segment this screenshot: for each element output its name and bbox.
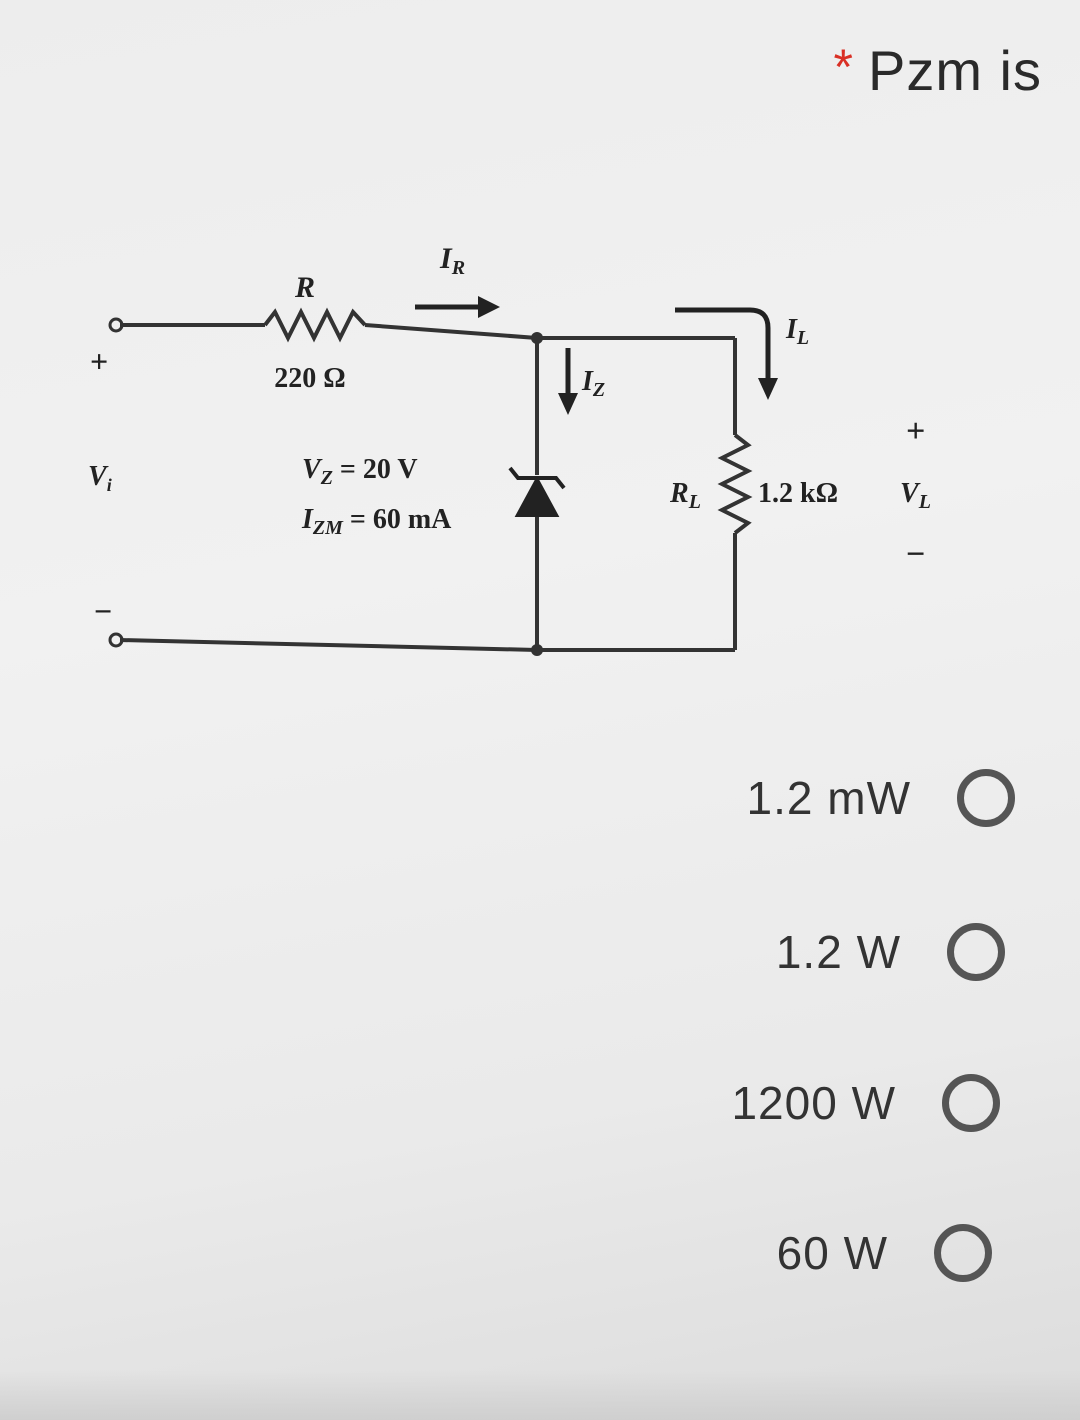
junction-bottom: [531, 644, 543, 656]
current-il-label: IL: [785, 314, 809, 349]
current-ir-label: IR: [439, 242, 465, 279]
load-resistor-value: 1.2 kΩ: [758, 478, 838, 509]
radio-button[interactable]: [947, 923, 1005, 981]
option-1-2-mw[interactable]: 1.2 mW: [747, 758, 1015, 838]
option-1200-w[interactable]: 1200 W: [731, 1063, 1000, 1143]
input-terminal-bottom: [108, 632, 124, 648]
load-voltage-label: VL: [900, 478, 931, 513]
option-label: 60 W: [776, 1227, 888, 1279]
current-iz-label: IZ: [581, 366, 605, 401]
input-voltage-label: Vi: [88, 461, 112, 495]
required-marker: *: [833, 39, 854, 95]
resistor-rl-symbol: [717, 433, 753, 535]
radio-button[interactable]: [942, 1074, 1000, 1132]
current-ir-arrow: [415, 296, 500, 318]
zener-voltage-spec: VZ = 20 V: [302, 454, 418, 489]
zener-regulator-circuit-diagram: R 220 Ω IR IZ IL VZ = 20 V IZM = 60 mA R…: [88, 242, 931, 656]
current-il-arrow: [675, 307, 778, 400]
radio-button[interactable]: [934, 1224, 992, 1282]
load-voltage-minus: −: [906, 536, 925, 573]
resistor-r-value: 220 Ω: [274, 363, 345, 394]
input-voltage-plus: +: [90, 343, 108, 379]
bottom-shadow: [0, 1370, 1080, 1420]
zener-diode-symbol: [508, 466, 566, 517]
junction-top: [531, 332, 543, 344]
option-label: 1.2 W: [775, 926, 901, 978]
option-label: 1.2 mW: [746, 772, 911, 824]
option-label: 1200 W: [731, 1077, 896, 1129]
resistor-r-symbol: [263, 307, 367, 343]
current-iz-arrow: [558, 348, 578, 415]
question-title: *Pzm is: [834, 38, 1042, 103]
zener-max-current-spec: IZM = 60 mA: [301, 504, 452, 539]
circuit-wires: [119, 307, 753, 652]
question-text: Pzm is: [868, 39, 1042, 102]
radio-button[interactable]: [957, 769, 1015, 827]
resistor-r-label: R: [294, 271, 315, 304]
option-1-2-w[interactable]: 1.2 W: [776, 912, 1005, 992]
option-60-w[interactable]: 60 W: [777, 1213, 992, 1293]
input-terminal-top: [108, 317, 124, 333]
load-resistor-label: RL: [669, 478, 701, 513]
input-voltage-minus: −: [94, 593, 112, 629]
load-voltage-plus: +: [906, 413, 925, 450]
